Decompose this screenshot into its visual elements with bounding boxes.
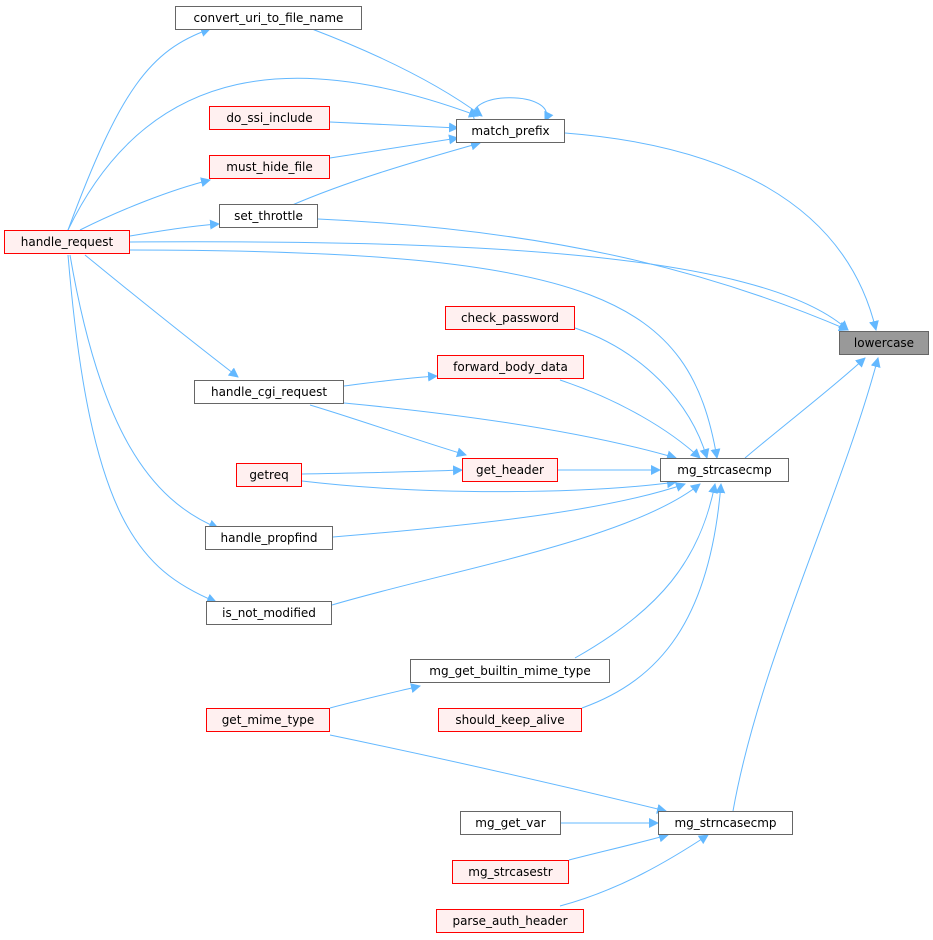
edge-match_prefix-self — [472, 97, 554, 122]
node-mg_get_var[interactable]: mg_get_var — [460, 811, 561, 835]
edge-forward_body_data-mg_strcasecmp — [559, 379, 701, 459]
edge-handle_cgi_request-mg_strcasecmp — [343, 402, 677, 461]
node-forward_body_data[interactable]: forward_body_data — [437, 355, 584, 379]
node-match_prefix[interactable]: match_prefix — [456, 119, 565, 143]
edge-handle_request-match_prefix — [67, 77, 479, 231]
node-get_header[interactable]: get_header — [462, 458, 558, 482]
node-mg_get_builtin_mime_type[interactable]: mg_get_builtin_mime_type — [410, 659, 610, 683]
node-do_ssi_include[interactable]: do_ssi_include — [209, 106, 330, 130]
node-handle_propfind[interactable]: handle_propfind — [205, 526, 333, 550]
node-convert_uri_to_file_name[interactable]: convert_uri_to_file_name — [175, 6, 362, 30]
node-handle_cgi_request[interactable]: handle_cgi_request — [194, 380, 344, 404]
edge-getreq-mg_strcasecmp — [301, 478, 677, 493]
edge-handle_request-must_hide_file — [79, 177, 211, 231]
node-should_keep_alive[interactable]: should_keep_alive — [438, 708, 582, 732]
node-parse_auth_header[interactable]: parse_auth_header — [436, 909, 584, 933]
node-mg_strcasecmp[interactable]: mg_strcasecmp — [660, 458, 789, 482]
node-must_hide_file[interactable]: must_hide_file — [209, 155, 330, 179]
edge-handle_request-set_throttle — [129, 219, 220, 237]
edge-must_hide_file-match_prefix — [329, 134, 459, 159]
edge-parse_auth_header-mg_strncasecmp — [559, 834, 709, 907]
edge-mg_get_builtin_mime_type-mg_strcasecmp — [574, 483, 719, 659]
edge-set_throttle-match_prefix — [289, 140, 481, 207]
edge-get_mime_type-mg_get_builtin_mime_type — [329, 683, 421, 709]
node-mg_strncasecmp[interactable]: mg_strncasecmp — [658, 811, 793, 835]
edge-mg_strcasecmp-lowercase — [744, 357, 866, 459]
edge-mg_strcasestr-mg_strncasecmp — [568, 832, 669, 861]
node-check_password[interactable]: check_password — [445, 306, 575, 330]
edge-mg_strncasecmp-lowercase — [732, 357, 881, 812]
node-get_mime_type[interactable]: get_mime_type — [206, 708, 330, 732]
edge-handle_request-handle_propfind — [69, 254, 219, 530]
edge-handle_request-handle_cgi_request — [84, 254, 239, 378]
edge-handle_request-convert_uri — [67, 27, 211, 231]
edge-should_keep_alive-mg_strcasecmp — [581, 483, 726, 709]
node-handle_request[interactable]: handle_request — [4, 230, 130, 254]
node-lowercase: lowercase — [839, 331, 929, 355]
edge-handle_cgi_request-forward_body_data — [343, 371, 438, 387]
node-set_throttle[interactable]: set_throttle — [219, 204, 318, 228]
edge-handle_request-lowercase — [129, 241, 849, 331]
edge-handle_cgi_request-get_header — [309, 404, 467, 458]
edge-handle_request-is_not_modified — [67, 254, 217, 604]
edge-is_not_modified-mg_strcasecmp — [331, 483, 701, 606]
edge-handle_propfind-mg_strcasecmp — [332, 482, 686, 538]
edge-do_ssi_include-match_prefix — [329, 121, 459, 133]
edge-get_mime_type-mg_strncasecmp — [329, 734, 667, 814]
edge-check_password-mg_strcasecmp — [574, 327, 710, 459]
edge-match_prefix-lowercase — [564, 132, 879, 331]
edge-set_throttle-lowercase — [317, 218, 849, 332]
node-is_not_modified[interactable]: is_not_modified — [206, 601, 332, 625]
node-getreq[interactable]: getreq — [236, 463, 302, 487]
edge-convert_uri-match_prefix — [311, 28, 483, 117]
edge-handle_request-mg_strcasecmp — [129, 249, 721, 459]
node-mg_strcasestr[interactable]: mg_strcasestr — [452, 860, 569, 884]
edge-getreq-get_header — [301, 465, 463, 476]
